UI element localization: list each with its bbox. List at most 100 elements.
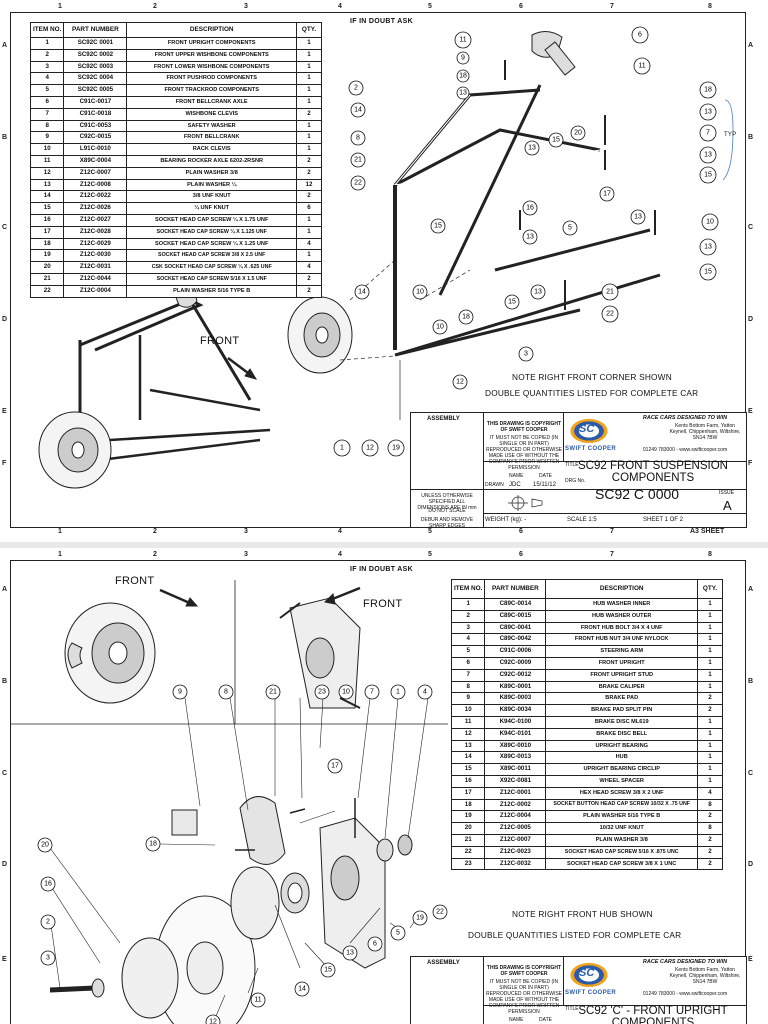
- name-label: NAME: [509, 473, 524, 479]
- bom-qty: 1: [296, 37, 322, 50]
- bom-description: UPRIGHT BEARING CIRCLIP: [545, 763, 698, 776]
- bom-description: 3/8 UNF KNUT: [126, 190, 297, 204]
- if-in-doubt-note: IF IN DOUBT ASK: [350, 18, 413, 25]
- zone-col-3: 3: [244, 551, 248, 558]
- bom-qty: 1: [296, 84, 322, 97]
- bom-qty: 4: [296, 237, 322, 251]
- svg-text:13: 13: [528, 145, 536, 152]
- svg-text:4: 4: [423, 689, 427, 696]
- svg-text:22: 22: [354, 180, 362, 187]
- bom-part-number: Z12C-0023: [484, 845, 547, 859]
- bom-qty: 1: [697, 680, 723, 694]
- zone-col-8: 8: [708, 551, 712, 558]
- bom-description: BRAKE CALIPER: [545, 680, 698, 694]
- bom-item-no: 1: [450, 598, 486, 611]
- bom-item-no: 14: [450, 751, 486, 765]
- bom-qty: 6: [296, 202, 322, 215]
- bom-item-no: 17: [450, 786, 486, 800]
- svg-text:21: 21: [354, 157, 362, 164]
- upright-exploded-view: 9 8 21 23 10 7 1 4 17 18 20 16 2 3 11 12…: [10, 580, 448, 1024]
- bom-qty: 1: [296, 119, 322, 133]
- item-balloons: 11 9 18 13 6 11 2 14 8 21 22 13 15 20 18…: [333, 26, 719, 457]
- zone-row-d: D: [2, 316, 8, 323]
- zone-col-7: 7: [610, 551, 614, 558]
- bom-item-no: 5: [29, 84, 65, 97]
- bom-item-no: 4: [450, 633, 486, 647]
- bom-qty: 1: [697, 609, 723, 623]
- bom-part-number: C92C-0009: [484, 656, 547, 670]
- bom-description: FRONT BELLCRANK: [126, 131, 297, 145]
- svg-text:15: 15: [704, 269, 712, 276]
- note-right-front-corner: NOTE RIGHT FRONT CORNER SHOWN: [512, 372, 672, 382]
- bom-qty: 1: [296, 225, 322, 239]
- svg-text:13: 13: [704, 152, 712, 159]
- bom-part-number: SC92C 0005: [63, 84, 128, 97]
- bom-description: SOCKET HEAD CAP SCREW 3/8 X 2.5 UNF: [126, 249, 297, 263]
- bom-header-row: ITEM NO. PART NUMBER DESCRIPTION QTY.: [29, 22, 322, 38]
- svg-text:8: 8: [224, 689, 228, 696]
- svg-text:11: 11: [459, 37, 466, 44]
- bom-part-number: X89C-0010: [484, 739, 547, 753]
- zone-row-d-right: D: [748, 316, 754, 323]
- svg-text:12: 12: [456, 379, 464, 386]
- bom-qty: 4: [296, 261, 322, 274]
- zone-col-2-bottom: 2: [153, 528, 157, 535]
- bom-part-number: X89C-0011: [484, 763, 547, 776]
- bom-description: FRONT TRACKROD COMPONENTS: [126, 84, 297, 97]
- bom-part-number: SC92C 0003: [63, 60, 128, 74]
- bom-item-no: 9: [450, 692, 486, 706]
- bom-part-number: C92C-0012: [484, 668, 547, 682]
- bom-description: BRAKE DISC BELL: [545, 727, 698, 741]
- col-part-number: PART NUMBER: [484, 579, 547, 599]
- item-balloons: 9 8 21 23 10 7 1 4 17 18 20 16 2 3 11 12…: [37, 684, 448, 1024]
- bom-part-number: Z12C-0026: [63, 202, 128, 215]
- svg-text:22: 22: [436, 909, 444, 916]
- date-label: DATE: [539, 473, 552, 479]
- title-label: TITLE: [565, 1006, 579, 1012]
- bom-part-number: Z12C-0007: [484, 833, 547, 847]
- bom-description: SOCKET HEAD CAP SCREW ¼ X 1.75 UNF: [126, 213, 297, 227]
- bom-part-number: C91C-0017: [63, 95, 128, 109]
- zone-row-d-right: D: [748, 861, 754, 868]
- bom-item-no: 17: [29, 225, 65, 239]
- svg-text:11: 11: [638, 63, 645, 70]
- svg-text:13: 13: [534, 289, 542, 296]
- svg-text:10: 10: [436, 324, 444, 331]
- bom-description: SOCKET HEAD CAP SCREW 3/8 X 1 UNC: [545, 857, 698, 871]
- bom-description: SOCKET HEAD CAP SCREW ¼ X 1.125 UNF: [126, 225, 297, 239]
- bom-item-no: 7: [450, 668, 486, 682]
- note-double-quantities: DOUBLE QUANTITIES LISTED FOR COMPLETE CA…: [468, 930, 682, 940]
- bom-part-number: Z12C-0004: [63, 284, 128, 298]
- svg-text:18: 18: [149, 841, 157, 848]
- bom-part-number: Z12C-0022: [63, 190, 128, 204]
- bom-description: SOCKET HEAD CAP SCREW 5/16 X .875 UNC: [545, 845, 698, 859]
- zone-row-e: E: [2, 408, 7, 415]
- brand-name: SWIFT COOPER: [565, 446, 617, 452]
- bom-item-no: 8: [29, 119, 65, 133]
- bom-description: SOCKET HEAD CAP SCREW ¼ X 1.25 UNF: [126, 237, 297, 251]
- bom-part-number: K94C-0100: [484, 715, 547, 729]
- zone-col-5: 5: [428, 551, 432, 558]
- name-label: NAME: [509, 1017, 524, 1023]
- zone-row-f-right: F: [748, 460, 753, 467]
- bom-qty: 2: [697, 704, 723, 717]
- svg-text:20: 20: [574, 130, 582, 137]
- svg-text:7: 7: [706, 130, 710, 137]
- bom-item-no: 22: [29, 284, 65, 298]
- svg-text:23: 23: [318, 689, 326, 696]
- bom-description: FRONT LOWER WISHBONE COMPONENTS: [126, 60, 297, 74]
- drawing-title: SC92 'C' - FRONT UPRIGHT COMPONENTS: [578, 1005, 728, 1024]
- bom-item-no: 6: [29, 95, 65, 109]
- bom-qty: 1: [296, 60, 322, 74]
- svg-text:5: 5: [396, 930, 400, 937]
- zone-row-d: D: [2, 861, 8, 868]
- drawing-number: SC92 C 0000: [595, 486, 680, 502]
